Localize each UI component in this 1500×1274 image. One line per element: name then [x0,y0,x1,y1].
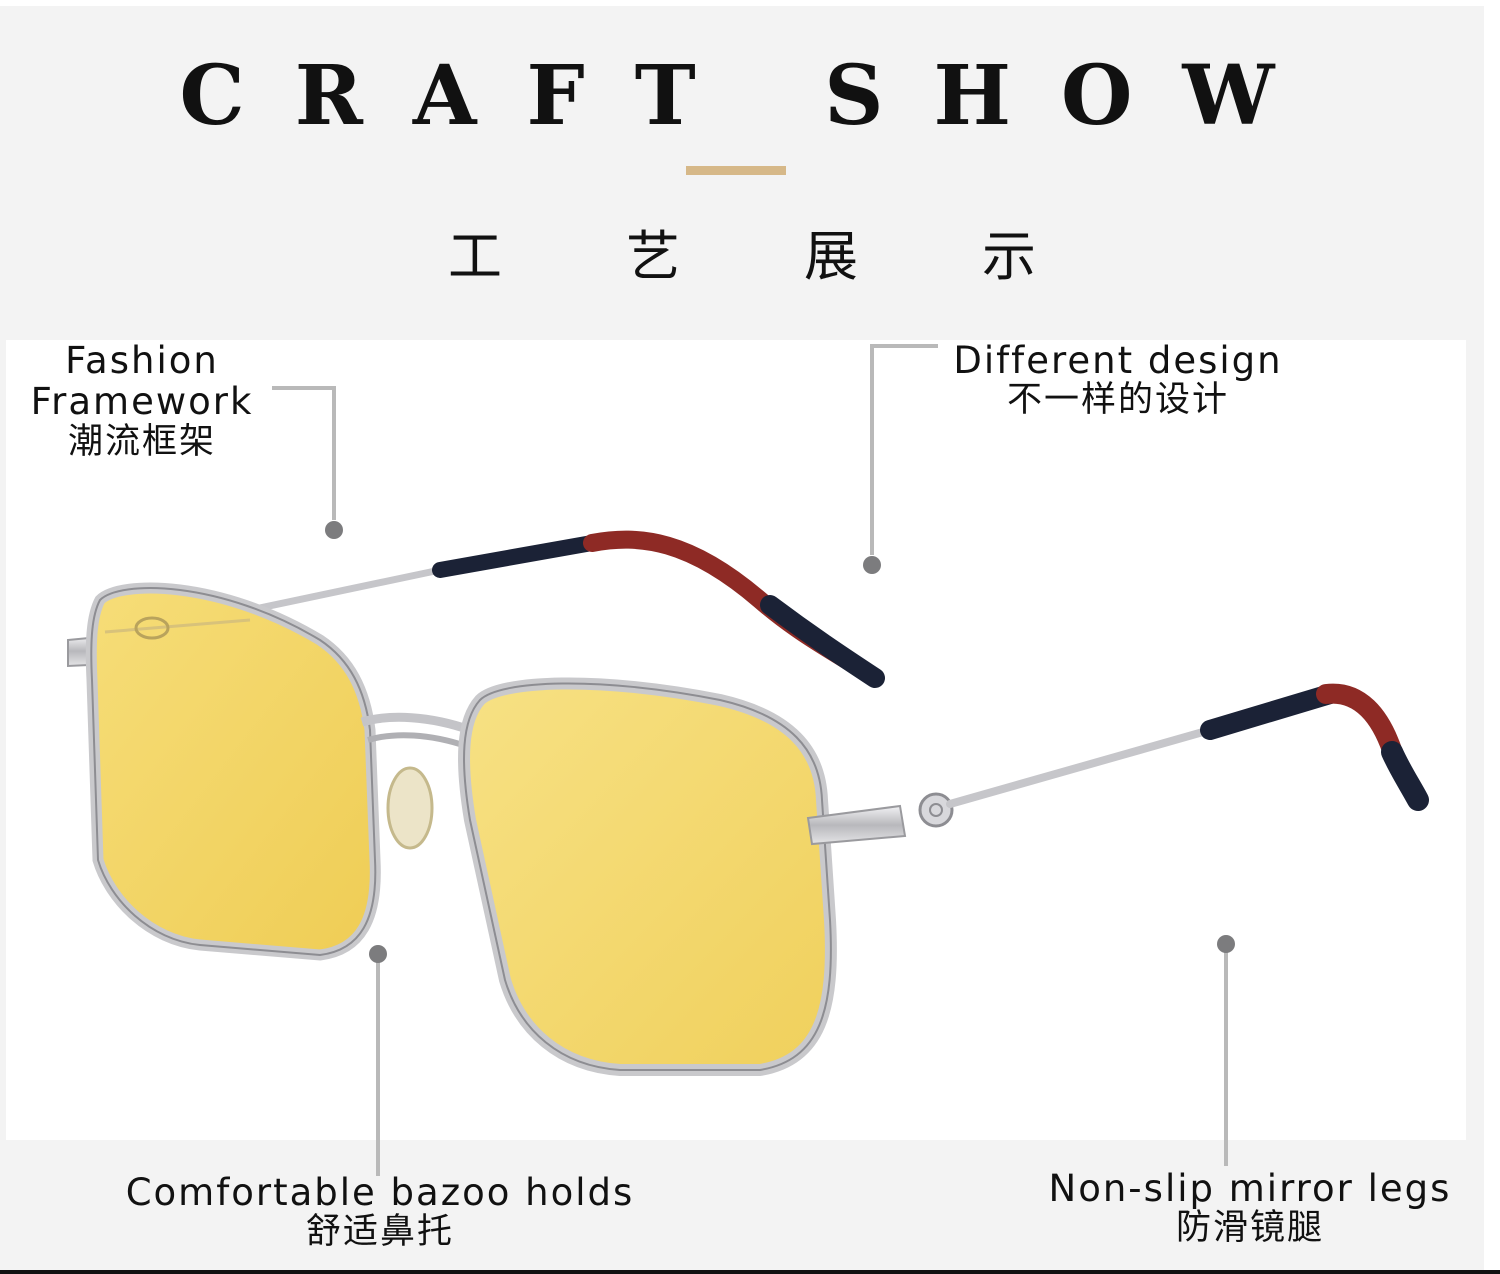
page-title: CRAFT SHOW [179,48,1325,144]
callout-comfortable-bazoo: Comfortable bazoo holds 舒适鼻托 [100,1172,660,1253]
title-divider [686,166,786,175]
top-border [0,0,1500,6]
callout-nonslip-en: Non-slip mirror legs [1048,1167,1452,1210]
callout-bazoo-cn: 舒适鼻托 [305,1212,454,1253]
callout-different-design: Different design 不一样的设计 [935,340,1301,421]
callout-different-cn: 不一样的设计 [1006,380,1229,421]
callout-fashion-en: Fashion Framework [30,339,254,424]
page-subtitle: 工艺展示 [448,225,1160,288]
callout-fashion-framework: Fashion Framework 潮流框架 [20,340,264,462]
bottom-border [0,1270,1500,1274]
right-border [1484,0,1500,1274]
callout-bazoo-en: Comfortable bazoo holds [125,1171,635,1214]
callout-non-slip-legs: Non-slip mirror legs 防滑镜腿 [1030,1168,1470,1249]
callout-nonslip-cn: 防滑镜腿 [1175,1208,1324,1249]
callout-fashion-cn: 潮流框架 [67,421,216,462]
callout-different-en: Different design [953,339,1283,382]
